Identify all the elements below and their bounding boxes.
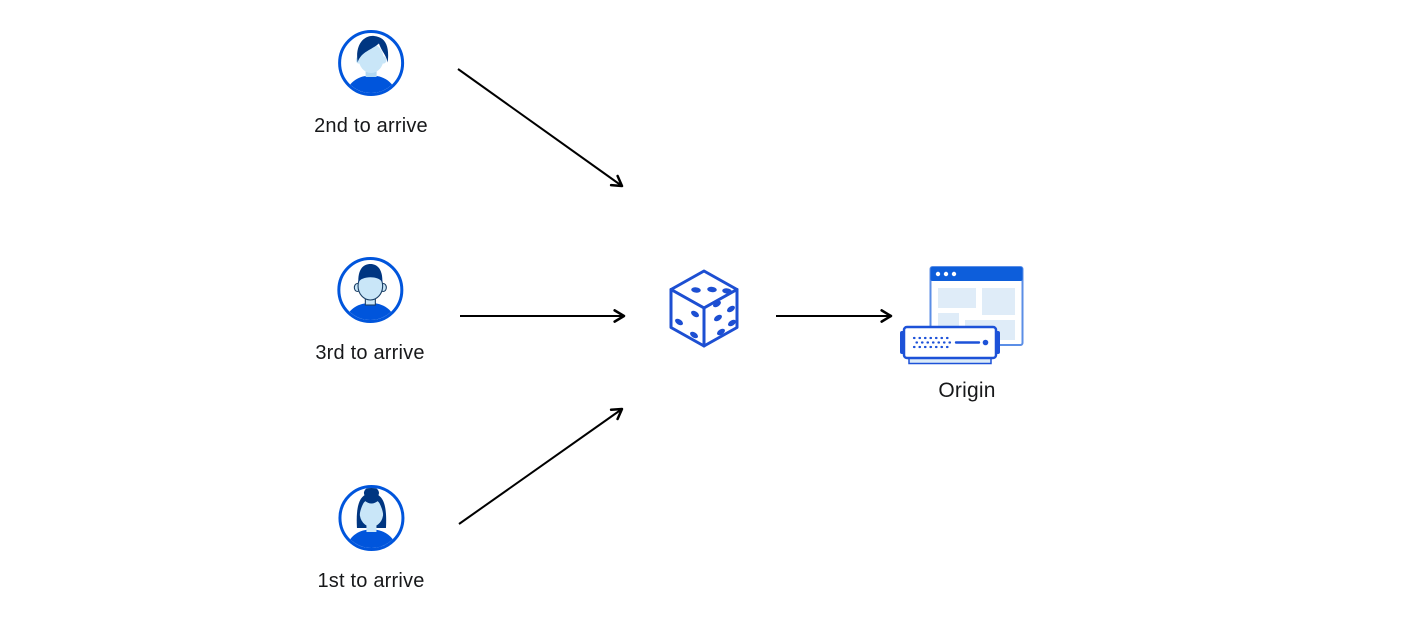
avatar-woman-bun-icon (338, 485, 404, 551)
avatar-face (359, 499, 383, 527)
server-box (900, 325, 1000, 365)
node-origin: Origin (896, 262, 1028, 403)
server-vent-dots (912, 336, 952, 349)
visitor-3rd-label: 3rd to arrive (315, 342, 425, 364)
arrow-visitor-2nd-to-dice (457, 68, 624, 188)
browser-window (929, 266, 1024, 346)
avatar-hair (357, 264, 383, 283)
avatar-man-short-hair-icon (337, 257, 403, 323)
avatar-man-swept-hair-icon (338, 30, 404, 96)
content-panel (982, 288, 1015, 315)
visitor-2nd-label: 2nd to arrive (314, 115, 428, 137)
avatar-hair (357, 35, 389, 63)
visitor-1st-label: 1st to arrive (317, 570, 425, 592)
window-dot (935, 271, 941, 277)
arrow-visitor-1st-to-dice (458, 407, 624, 525)
dice-icon (669, 269, 739, 348)
node-random-selector (667, 268, 741, 350)
node-visitor-3rd: 3rd to arrive (315, 256, 424, 365)
origin-label: Origin (938, 379, 996, 402)
window-dot (943, 271, 949, 277)
content-panel (938, 313, 959, 328)
window-dot (951, 271, 957, 277)
server-led (982, 339, 989, 346)
node-visitor-2nd: 2nd to arrive (314, 29, 428, 138)
content-panel (938, 288, 976, 308)
avatar-hair-front (358, 495, 384, 519)
origin-server-icon (900, 266, 1024, 365)
dice-pips (675, 286, 736, 339)
node-visitor-1st: 1st to arrive (317, 484, 424, 593)
